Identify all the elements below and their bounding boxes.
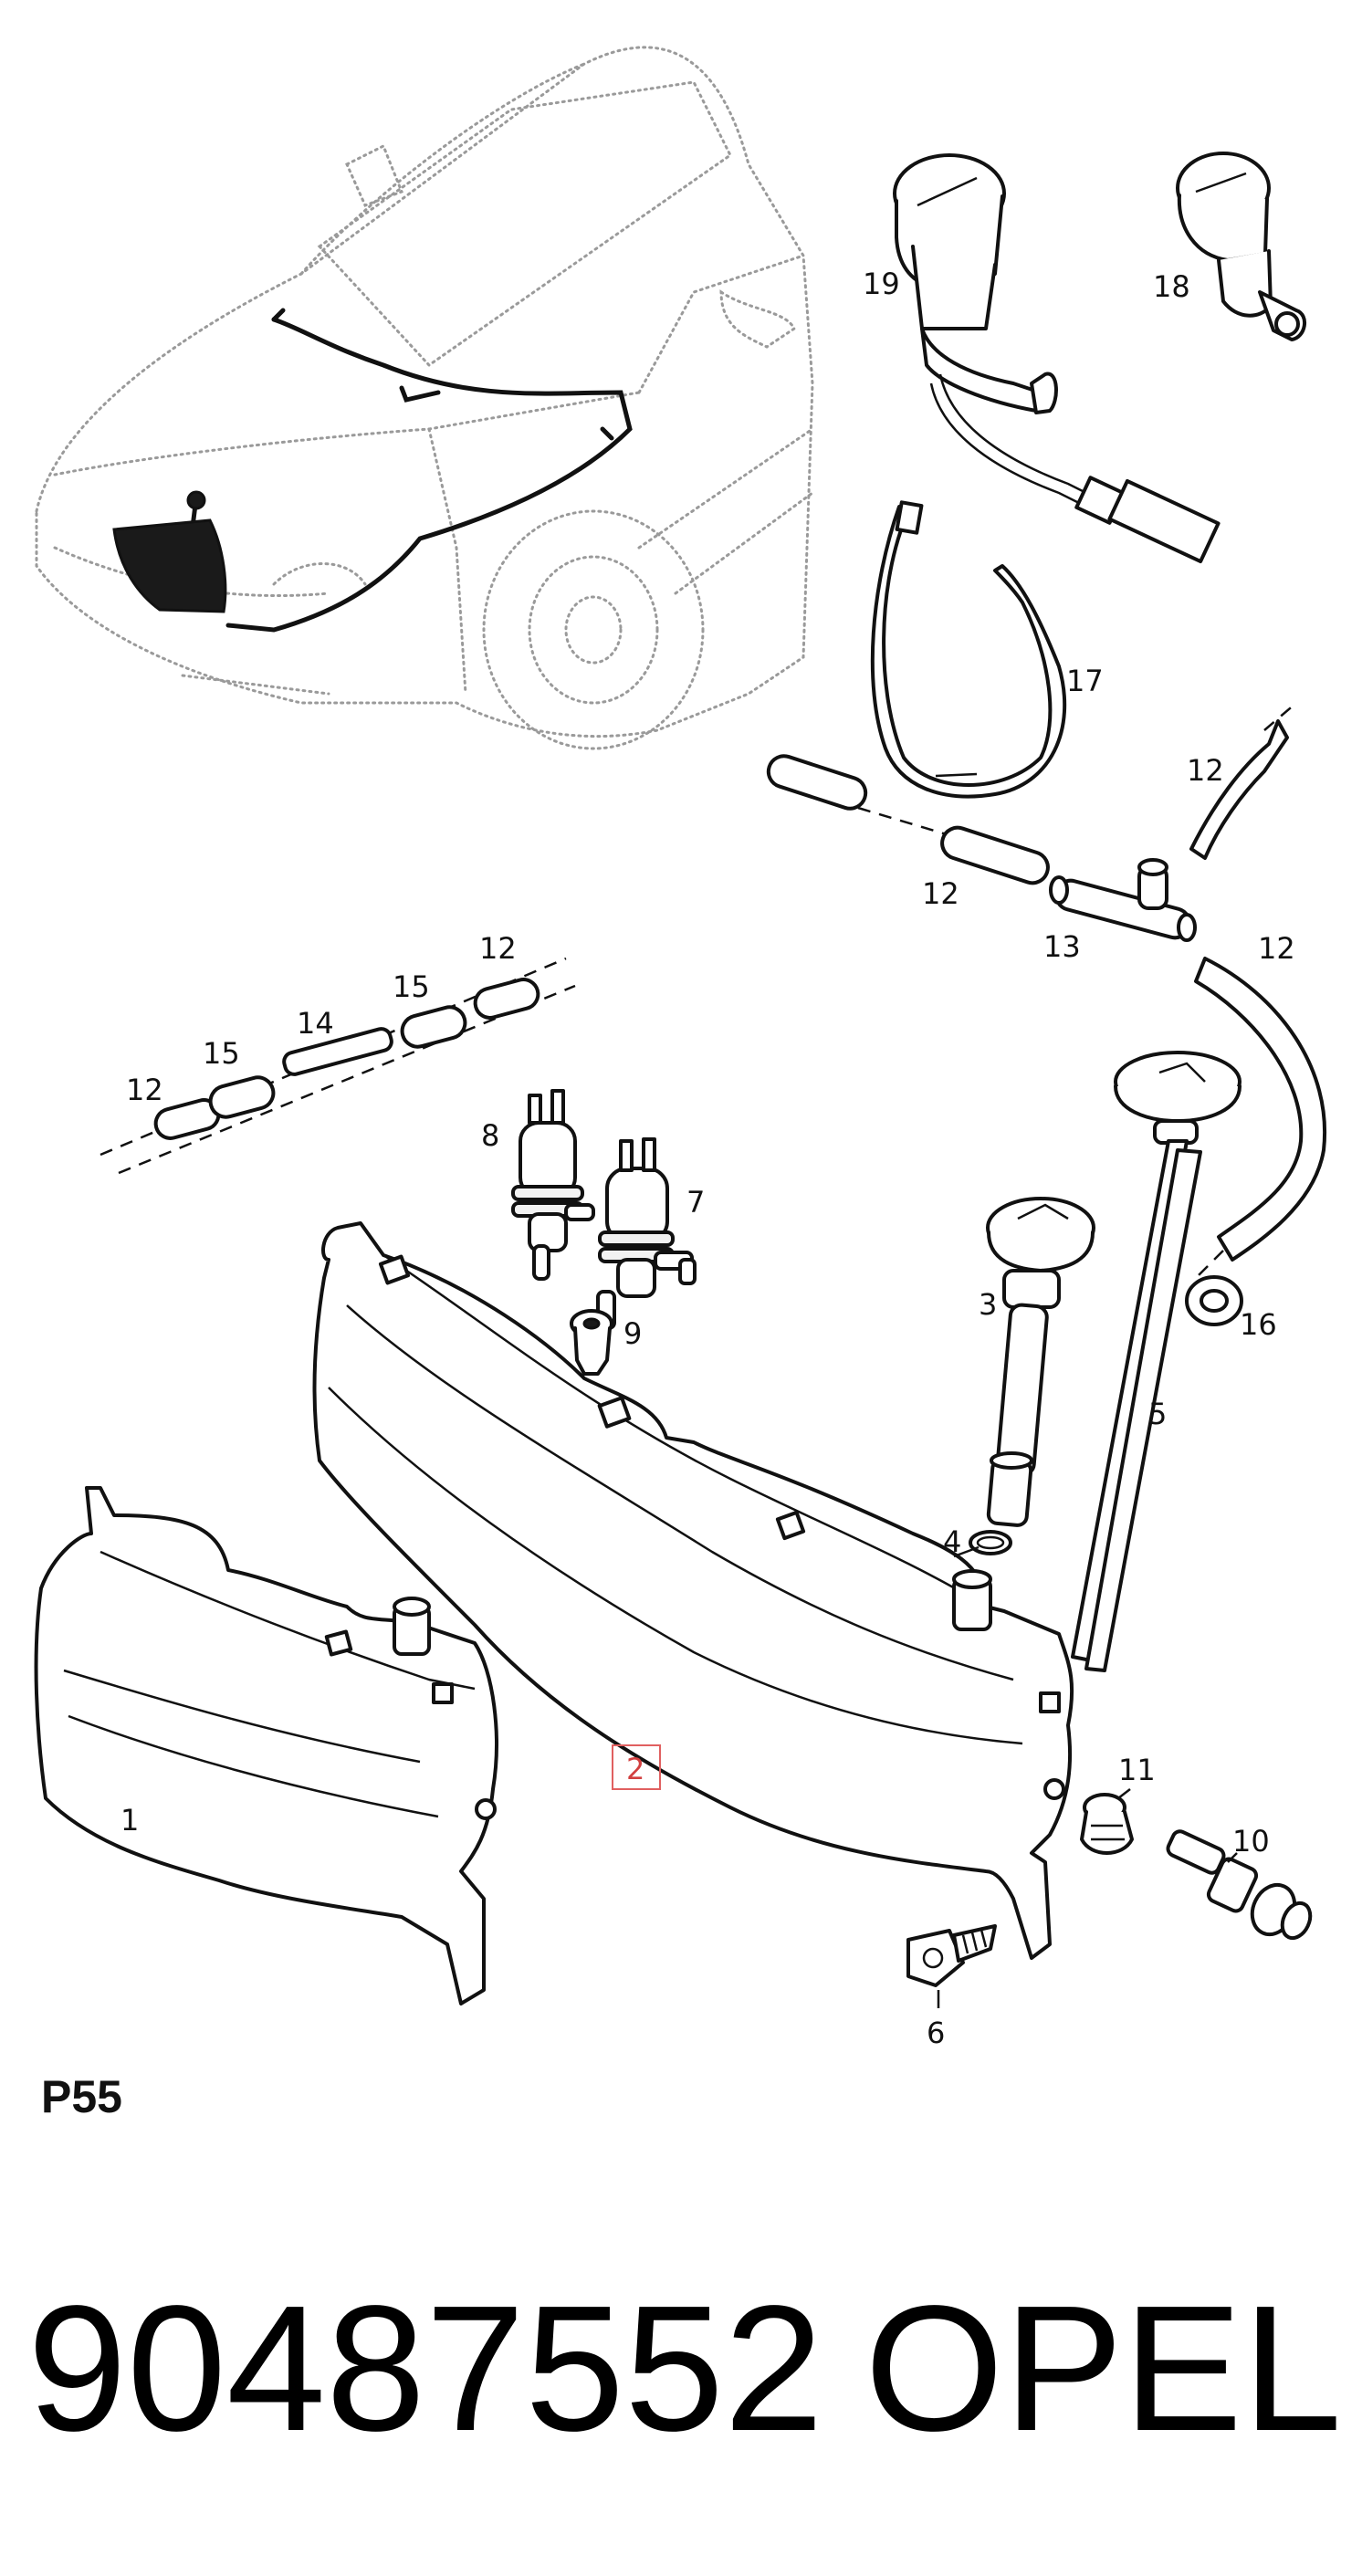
hose-assembly-upper (766, 702, 1327, 1279)
callout-15-a: 15 (393, 969, 430, 1004)
part-8-washer-pump (511, 1089, 595, 1281)
callout-9: 9 (623, 1316, 642, 1351)
part-13-t-connector (1049, 858, 1197, 942)
page-code-label: P55 (41, 2071, 122, 2122)
callout-12-c: 12 (1258, 931, 1295, 966)
brand-name: OPEL (864, 2268, 1342, 2468)
callout-13: 13 (1043, 929, 1081, 964)
part-number: 90487552 (27, 2268, 824, 2468)
part-11-clip (1080, 1793, 1134, 1855)
part-16-grommet (1185, 1275, 1243, 1326)
part-7-washer-pump (596, 1137, 697, 1330)
callout-8: 8 (481, 1118, 499, 1153)
part-17-cable-tie (870, 500, 1067, 799)
parts-diagram: 19 18 17 12 12 13 12 12 15 14 15 12 8 7 … (34, 46, 1327, 2050)
callout-15-b: 15 (203, 1036, 240, 1071)
part-9-grommet (570, 1309, 613, 1376)
hose-assembly-left (100, 957, 576, 1175)
callout-16: 16 (1240, 1307, 1277, 1342)
callout-12-b: 12 (922, 876, 959, 911)
callout-2-highlight-box (612, 1744, 661, 1790)
callout-6: 6 (927, 2016, 945, 2050)
callout-5: 5 (1148, 1397, 1167, 1431)
callout-7: 7 (686, 1185, 705, 1220)
callout-12-a: 12 (1187, 753, 1224, 788)
callout-14: 14 (297, 1006, 334, 1041)
part-3-filler-cap (986, 1197, 1095, 1527)
part-18-washer-nozzle (1176, 152, 1306, 341)
callout-19: 19 (863, 267, 900, 301)
callout-4: 4 (943, 1524, 961, 1559)
callout-17: 17 (1066, 664, 1104, 698)
callout-18: 18 (1153, 269, 1190, 304)
callout-2: 2 (626, 1752, 644, 1786)
part-1-washer-reservoir (34, 1486, 498, 2005)
car-outline (35, 46, 814, 750)
callout-12-e: 12 (126, 1073, 163, 1107)
callout-3: 3 (979, 1287, 997, 1322)
footer: 90487552 OPEL (27, 2264, 1342, 2474)
part-6-screw (906, 1924, 997, 1987)
part-19-washer-nozzle (893, 153, 1221, 564)
part-2-washer-reservoir (312, 1221, 1074, 1960)
callout-labels: 19 18 17 12 12 13 12 12 15 14 15 12 8 7 … (120, 267, 1295, 2050)
callout-12-d: 12 (479, 931, 517, 966)
leader-lines (937, 1545, 1238, 2008)
part-4-o-ring (969, 1530, 1012, 1555)
part-5-level-sensor (1071, 1051, 1242, 1672)
callout-1: 1 (120, 1803, 139, 1838)
part-10-fitting (1166, 1829, 1313, 1941)
callout-10: 10 (1232, 1824, 1270, 1859)
callout-11: 11 (1118, 1753, 1156, 1787)
